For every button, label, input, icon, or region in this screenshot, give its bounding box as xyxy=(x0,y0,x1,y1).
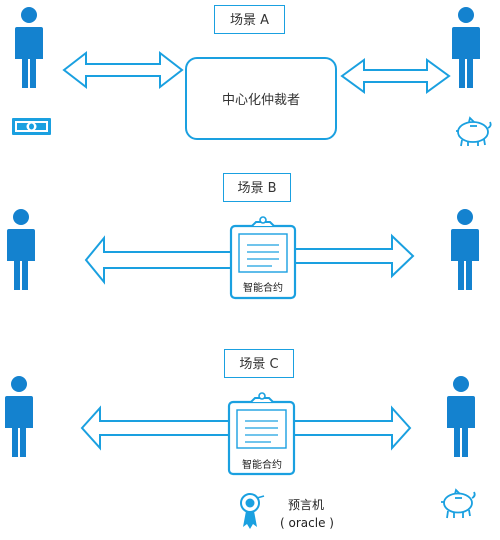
piggy-bank-icon xyxy=(456,116,492,147)
double-arrow xyxy=(340,58,451,94)
oracle-icon xyxy=(240,493,265,529)
piggy-bank-icon xyxy=(441,488,476,519)
central-arbiter-label: 中心化仲裁者 xyxy=(221,93,300,108)
clipboard-icon xyxy=(229,216,297,300)
central-arbiter-box: 中心化仲裁者 xyxy=(185,57,337,140)
smart-contract-label: 智能合约 xyxy=(242,460,282,471)
money-icon xyxy=(12,118,51,135)
clipboard-icon xyxy=(227,392,296,476)
oracle-name: 预言机 xyxy=(287,498,324,512)
right-arrow xyxy=(293,405,412,451)
right-arrow xyxy=(294,233,415,279)
person-icon xyxy=(447,376,475,457)
oracle-subtitle: ( oracle ) xyxy=(280,516,334,530)
scene-b-label: 场景 B xyxy=(223,173,291,202)
person-icon xyxy=(7,209,35,290)
left-arrow xyxy=(84,235,232,285)
left-arrow xyxy=(80,405,230,451)
smart-contract-label: 智能合约 xyxy=(243,283,283,294)
scene-a-label: 场景 A xyxy=(214,5,285,34)
double-arrow xyxy=(62,50,184,90)
person-icon xyxy=(451,209,479,290)
person-icon xyxy=(452,7,480,88)
person-icon xyxy=(5,376,33,457)
person-icon xyxy=(15,7,43,88)
scene-c-label: 场景 C xyxy=(224,349,294,378)
